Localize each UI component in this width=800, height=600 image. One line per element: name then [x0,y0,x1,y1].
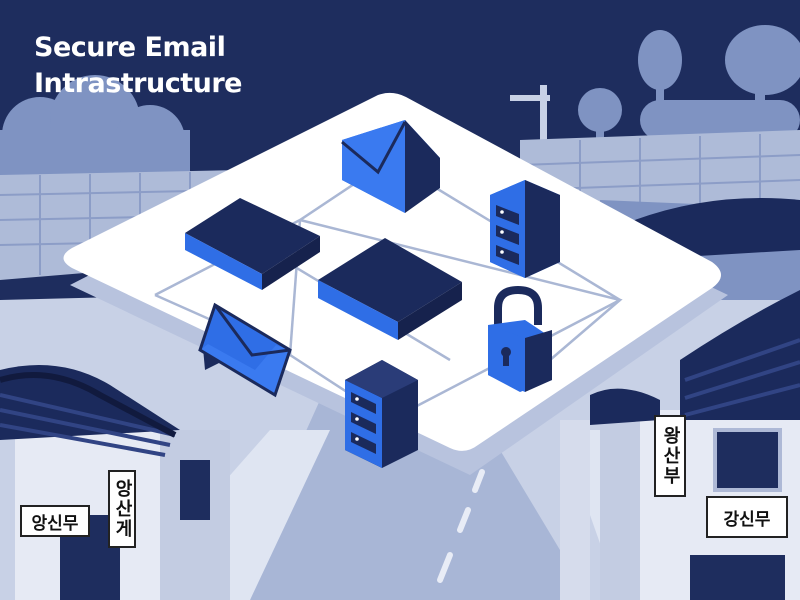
server-icon [345,360,418,468]
central-hub-icon [318,238,462,340]
right-vertical-sign: 왕산부 [654,415,686,497]
left-vertical-sign: 앙산게 [108,470,136,548]
server-icon [490,180,560,278]
title-line-1: Secure Email [34,32,226,63]
left-horizontal-sign: 앙신무 [20,505,90,537]
background-trees [0,25,800,190]
right-horizontal-sign: 강신무 [706,496,788,538]
padlock-icon [488,285,552,392]
envelope-box-icon [341,120,440,213]
page-title: Secure Email Intrastructure [34,30,243,102]
title-line-2: Intrastructure [34,68,243,99]
data-block-icon [185,198,320,290]
envelope-icon [198,302,292,398]
